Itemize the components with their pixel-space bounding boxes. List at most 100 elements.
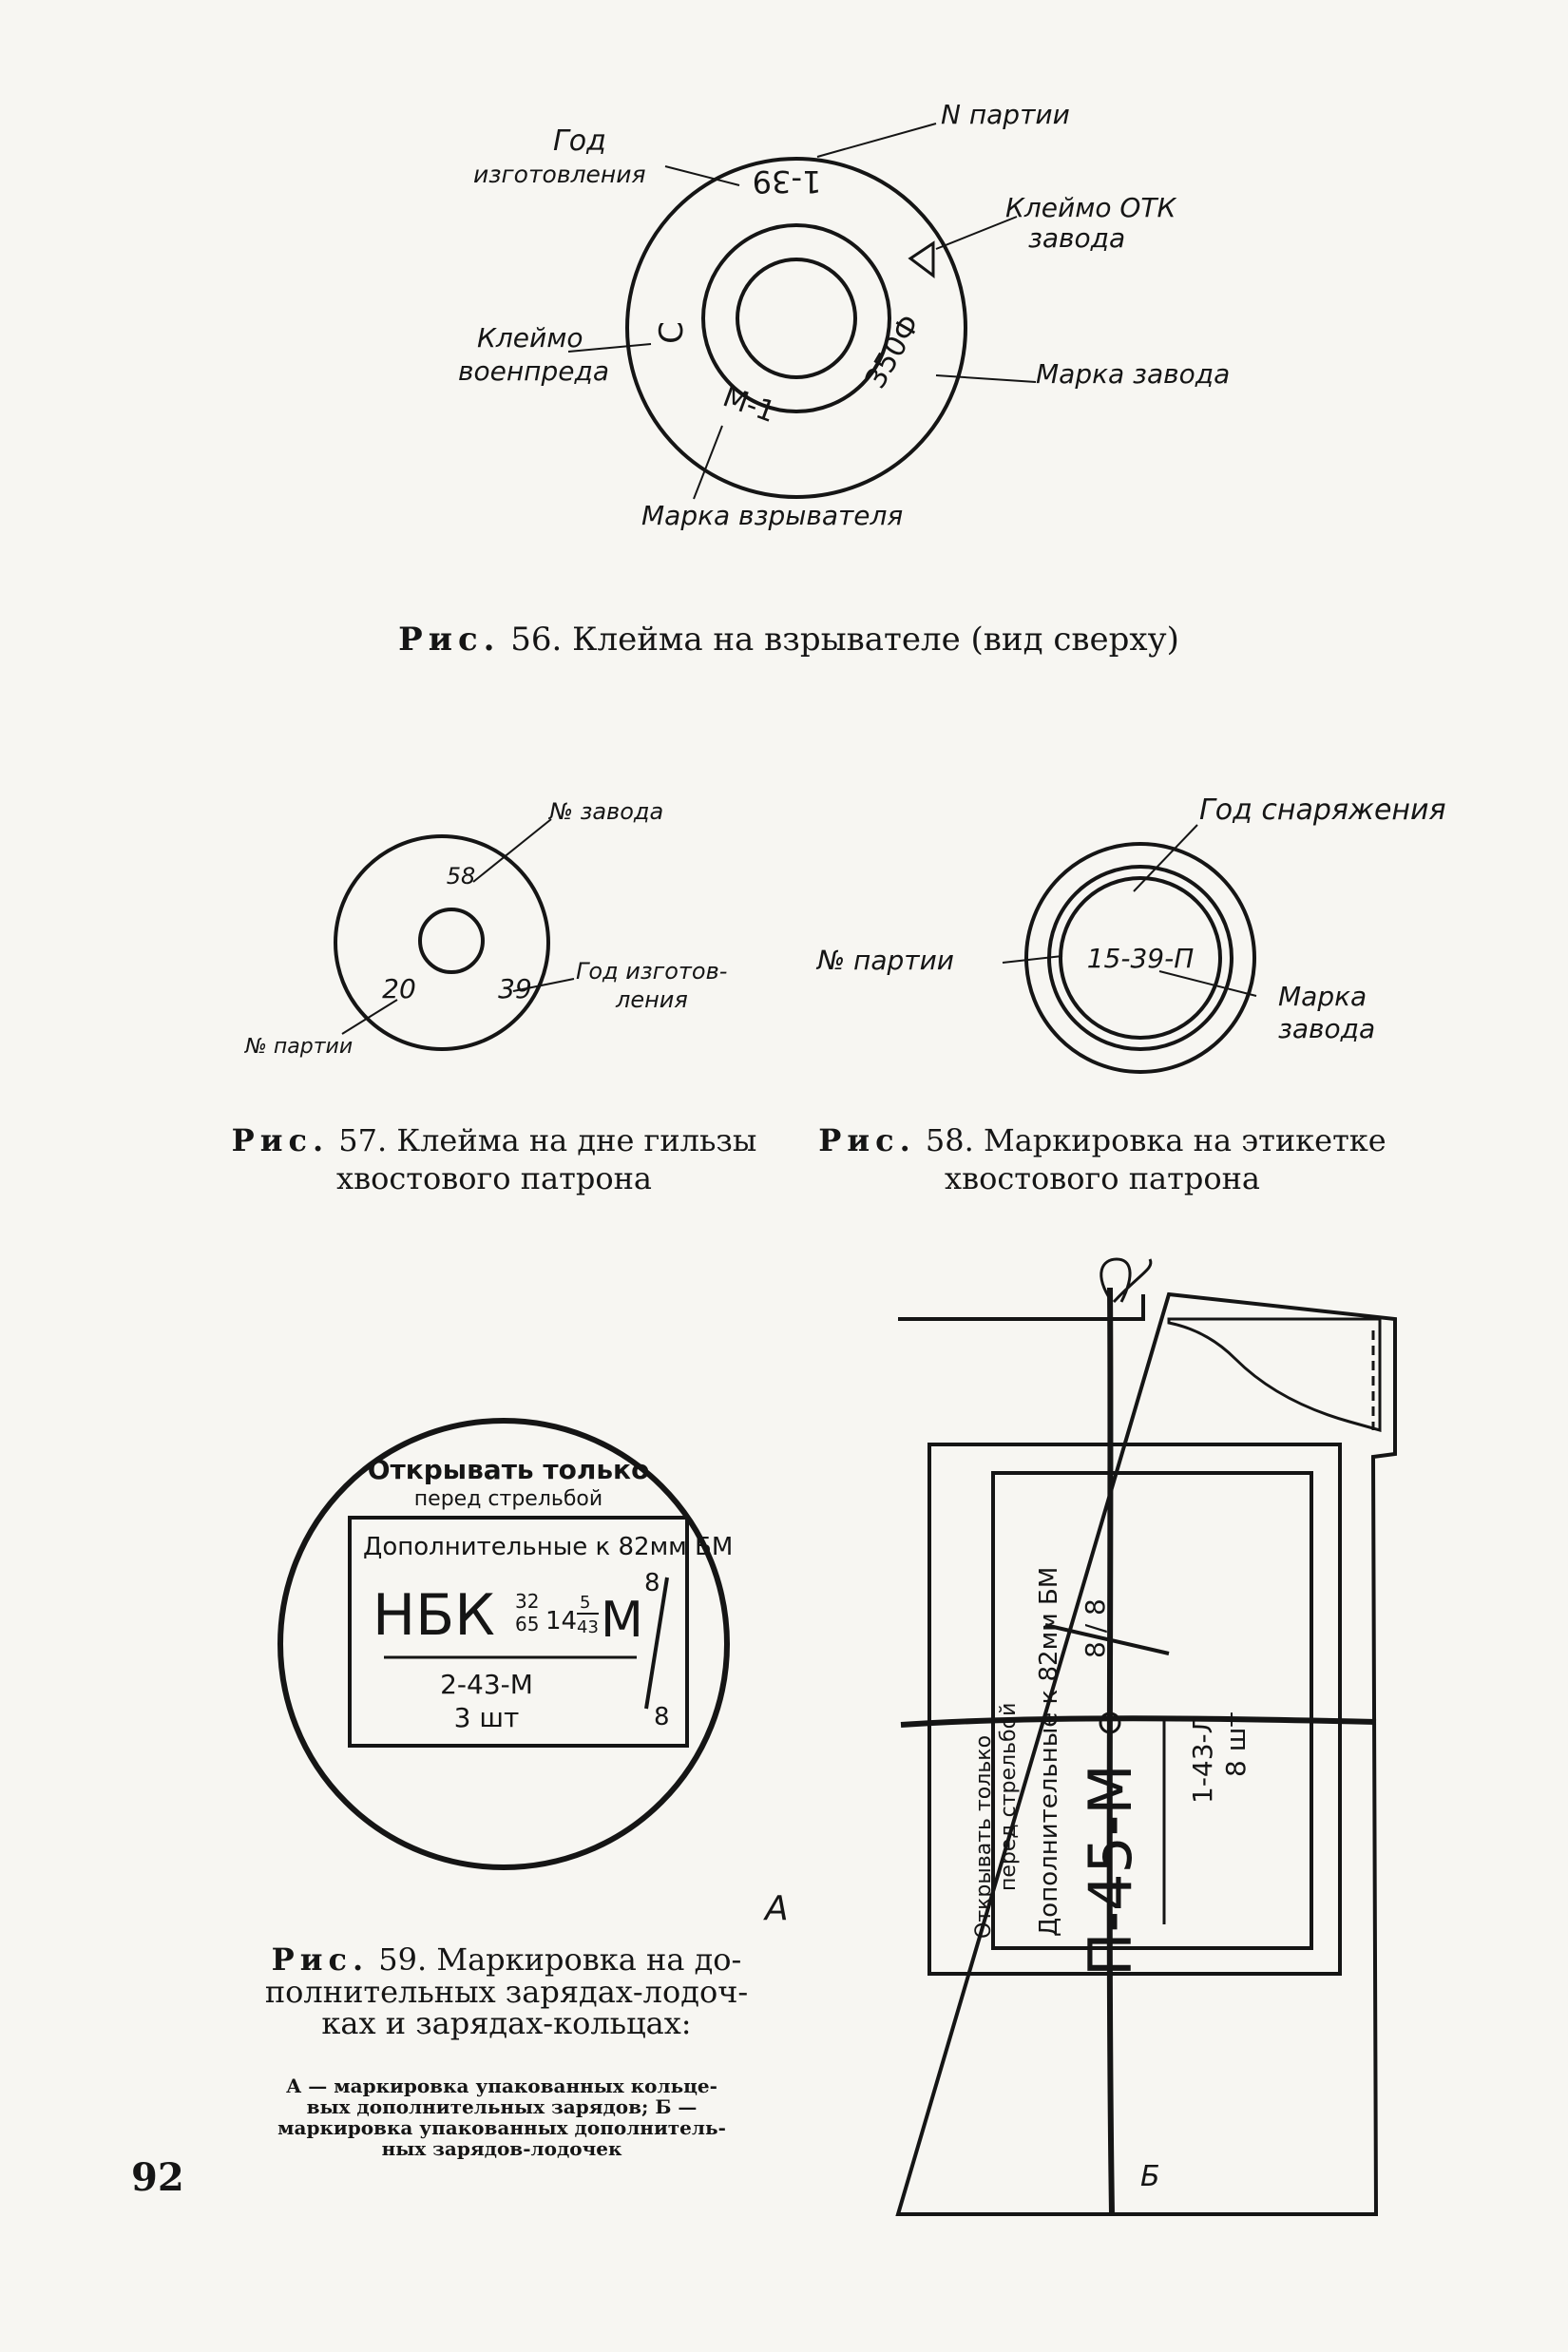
leader-factory-mark — [1158, 970, 1257, 997]
ring-charge-circle — [277, 1418, 730, 1870]
stamp-year-lot: 1-39 — [753, 163, 822, 200]
label-otk-cont: завода — [1028, 222, 1125, 254]
mark-factory-no: 58 — [447, 863, 476, 889]
legend-line2: вых дополнительных зарядов; Б — — [306, 2095, 698, 2118]
caption-prefix: Рис. — [231, 1122, 330, 1158]
label-year: Год — [553, 124, 606, 158]
leader-otk — [935, 216, 1018, 250]
string-horizontal — [900, 1715, 1377, 1728]
fuze-outer-ring — [625, 157, 967, 499]
label-otk: Клеймо ОТК — [1005, 192, 1176, 223]
caption-fig58: Рис. 58. Маркировка на этикетке хвостово… — [798, 1121, 1406, 1197]
big-code: НБК — [373, 1582, 495, 1649]
legend-line3: маркировка упакованных дополнитель- — [277, 2116, 726, 2139]
ring-count: 3 шт — [454, 1702, 520, 1733]
caption-line2: хвостового патрона — [336, 1160, 652, 1196]
label-lot: N партии — [941, 99, 1070, 130]
label-center-code: 15-39-П — [1087, 943, 1195, 974]
leader-lot — [816, 123, 937, 158]
leader-year-made — [512, 978, 575, 992]
label-lot-no: № партии — [244, 1035, 353, 1059]
frac1-top: 32 — [515, 1590, 539, 1613]
caption-line2: полнительных зарядах-лодоч- — [264, 1973, 749, 2010]
frac1-bot: 65 — [515, 1613, 539, 1635]
label-year-cont: изготовления — [473, 161, 646, 188]
label-fuze: Марка взрывателя — [641, 500, 903, 531]
label-outer-circle — [1024, 842, 1256, 1074]
string-top-loop — [1100, 1257, 1153, 1304]
case-outer-circle — [334, 834, 550, 1051]
caption-line1: 59. Маркировка на до- — [378, 1941, 742, 1978]
open-only-line1: Открывать только — [368, 1454, 650, 1485]
charge-code: П-45-М — [1076, 1764, 1145, 1977]
ring-frac-slash — [644, 1577, 669, 1710]
caption-line1: 57. Клейма на дне гильзы — [338, 1122, 757, 1158]
caption-fig59-legend: А — маркировка упакованных кольце- вых д… — [255, 2075, 749, 2159]
string-vertical — [1106, 1287, 1115, 2215]
leader-factory-no — [472, 818, 552, 883]
open-only-line1: Открывать только — [972, 1735, 996, 1939]
caption-text: 56. Клейма на взрывателе (вид сверху) — [510, 621, 1179, 659]
ring-frac-bot: 8 — [654, 1703, 670, 1731]
caption-prefix: Рис. — [271, 1941, 370, 1978]
caption-fig56: Рис. 56. Клейма на взрывателе (вид сверх… — [361, 620, 1216, 660]
label-factory: Марка завода — [1036, 358, 1230, 390]
stamp-factory-mark: 350Ф — [859, 310, 927, 394]
label-year-made-cont: ления — [615, 986, 688, 1013]
figure-56-fuze-marks: 1-39 350Ф M-1 С Год изготовления N парти… — [458, 99, 1230, 531]
leader-factory — [935, 374, 1037, 383]
charge-lot: 1-43-Л — [1187, 1713, 1218, 1804]
package-label-outer — [927, 1443, 1342, 1976]
fuze-inner-ring — [736, 258, 857, 379]
charges-title: Дополнительные к 82мм БМ — [1035, 1567, 1063, 1937]
package-label-inner — [991, 1471, 1313, 1950]
package-outline — [895, 1291, 1397, 2216]
page-number: 92 — [131, 2155, 184, 2200]
otk-triangle-icon — [908, 240, 935, 278]
leader-lot-no — [341, 999, 398, 1035]
package-corner-fold — [1167, 1317, 1382, 1432]
fuze-diagram — [567, 123, 1037, 500]
figure-59b-boat-charge: Открывать только перед стрельбой Дополни… — [895, 1257, 1397, 2216]
label-factory-no: № завода — [547, 798, 663, 825]
open-only-line2: перед стрельбой — [414, 1487, 602, 1511]
stamp-rep-mark: С — [653, 321, 691, 344]
caption-line2: хвостового патрона — [945, 1160, 1260, 1196]
label-inner-circle — [1059, 876, 1222, 1040]
charge-count: 8 шт — [1220, 1711, 1252, 1777]
legend-line1: А — маркировка упакованных кольце- — [286, 2075, 717, 2097]
ring-lot: 2-43-М — [440, 1669, 533, 1700]
charge-frac-slash — [1044, 1623, 1170, 1655]
leader-rep — [567, 343, 652, 353]
label-rep: Клеймо — [477, 322, 583, 354]
figure-59a-ring-charge: Открывать только перед стрельбой Дополни… — [277, 1418, 789, 1928]
label-year-filled: Год снаряжения — [1199, 794, 1446, 827]
caption-fig57: Рис. 57. Клейма на дне гильзы хвостового… — [190, 1121, 798, 1197]
legend-line4: ных зарядов-лодочек — [381, 2137, 622, 2160]
ring-frac-top: 8 — [644, 1569, 660, 1597]
caption-prefix: Рис. — [398, 621, 501, 659]
label-lot: № партии — [815, 945, 954, 976]
label-factory-mark: Марка — [1278, 981, 1367, 1012]
frac2-top: 5 — [580, 1593, 590, 1613]
mark-year: 39 — [498, 973, 532, 1004]
stamp-fuze-mark: M-1 — [718, 380, 779, 430]
caption-line3: ках и зарядах-кольцах: — [321, 2005, 692, 2042]
ring-label-rectangle — [348, 1516, 689, 1748]
label-rep-cont: военпреда — [458, 355, 609, 387]
label-year-made: Год изготов- — [576, 958, 727, 985]
figure-letter-a: А — [763, 1889, 789, 1928]
caption-line1: 58. Маркировка на этикетке — [925, 1122, 1386, 1158]
leader-lot — [1002, 955, 1063, 964]
charge-frac: 8 / 8 — [1080, 1598, 1111, 1658]
fuze-middle-ring — [701, 223, 891, 413]
case-primer-circle — [418, 908, 485, 974]
leader-year-filled — [1133, 824, 1198, 892]
mark-lot-no: 20 — [382, 973, 416, 1004]
figure-58-label-marks: 15-39-П Год снаряжения № партии Марка за… — [815, 794, 1446, 1074]
figure-letter-b: Б — [1140, 2160, 1160, 2193]
open-only-line2: перед стрельбой — [997, 1703, 1021, 1891]
label-factory-mark-cont: завода — [1278, 1013, 1375, 1044]
string-knot — [1099, 1711, 1121, 1734]
frac2-bot: 43 — [577, 1617, 599, 1637]
